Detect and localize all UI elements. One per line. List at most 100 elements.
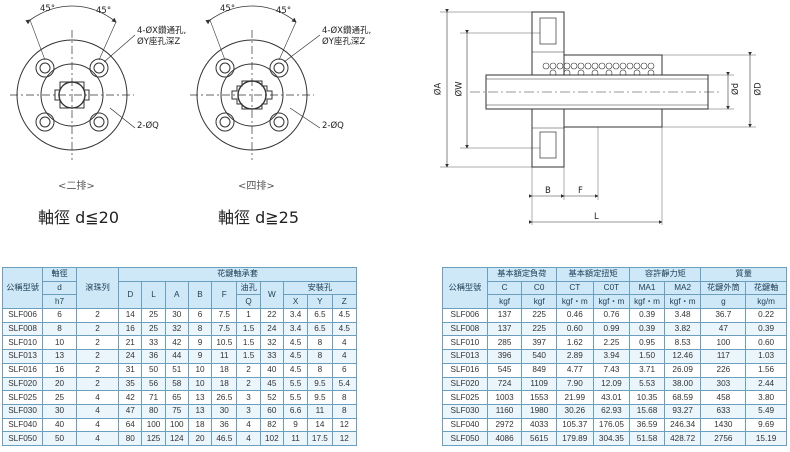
value-cell: 2972 (486, 417, 523, 433)
model-cell: SLF008 (1, 321, 44, 337)
value-cell: 137 (486, 321, 523, 337)
flange-view-two-row (10, 5, 136, 160)
value-cell: 51 (164, 362, 189, 378)
value-cell: 11 (282, 431, 309, 446)
model-cell: SLF040 (442, 417, 488, 433)
value-cell: 33 (141, 335, 166, 351)
value-cell: 0.95 (629, 335, 665, 351)
value-cell: 42 (118, 390, 143, 405)
value-cell: 176.05 (592, 417, 631, 433)
header-F: F (211, 280, 238, 310)
header-outer-sleeve: 花鍵外筒 (700, 280, 747, 296)
angle-label: 45° (40, 4, 56, 14)
value-cell: 30 (164, 308, 189, 323)
value-cell: 0.46 (555, 308, 594, 323)
value-cell: 26.5 (211, 390, 238, 405)
value-cell: 35 (118, 376, 143, 392)
value-cell: 4 (75, 403, 120, 419)
hole-label-line1: 4-ØX鑽通孔, (137, 26, 187, 36)
value-cell: 285 (486, 335, 523, 351)
value-cell: 80 (118, 431, 143, 446)
header-Y: Y (307, 294, 333, 310)
value-cell: 33 (259, 349, 284, 364)
value-cell: 2 (236, 362, 261, 378)
figure-caption-two-row: <二排> (58, 181, 95, 192)
value-cell: 80 (141, 403, 166, 419)
unit-kgfm: kgf・m (663, 294, 702, 310)
value-cell: 5.4 (331, 376, 358, 392)
value-cell: 30 (211, 403, 238, 419)
value-cell: 32 (259, 335, 284, 351)
value-cell: 1.50 (629, 349, 665, 364)
unit-kgm: kg/m (745, 294, 787, 310)
value-cell: 8 (331, 390, 358, 405)
unit-kgfm: kgf・m (555, 294, 594, 310)
value-cell: 65 (164, 390, 189, 405)
value-cell: 4 (75, 431, 120, 446)
model-cell: SLF016 (1, 362, 44, 378)
value-cell: 47 (700, 321, 747, 337)
value-cell: 11 (211, 349, 238, 364)
value-cell: 43.01 (592, 390, 631, 405)
value-cell: 8 (331, 403, 358, 419)
header-model: 公稱型號 (1, 266, 44, 310)
model-cell: SLF016 (442, 362, 488, 378)
value-cell: 2 (75, 376, 120, 392)
value-cell: 102 (259, 431, 284, 446)
value-cell: 458 (700, 390, 747, 405)
value-cell: 4 (236, 431, 261, 446)
value-cell: 137 (486, 308, 523, 323)
value-cell: 12 (331, 417, 358, 433)
value-cell: 26.09 (663, 362, 702, 378)
value-cell: 4.5 (282, 362, 309, 378)
value-cell: 11 (307, 403, 333, 419)
value-cell: 428.72 (663, 431, 702, 446)
value-cell: 75 (164, 403, 189, 419)
value-cell: 15.68 (629, 403, 665, 419)
value-cell: 1.5 (236, 321, 261, 337)
value-cell: 2 (75, 321, 120, 337)
model-cell: SLF020 (1, 376, 44, 392)
hole-label-line2: ØY座孔深Z (322, 37, 366, 47)
header-MA2: MA2 (663, 280, 702, 296)
model-cell: SLF010 (1, 335, 44, 351)
value-cell: 3.80 (745, 390, 787, 405)
value-cell: 7.5 (211, 321, 238, 337)
header-W: W (259, 280, 284, 310)
technical-drawings: 45° 45° 4-ØX鑽通孔, ØY座孔深Z 2-ØQ <二排> 軸徑 d≦2… (10, 4, 764, 227)
header-C0T: C0T (592, 280, 631, 296)
value-cell: 14 (118, 308, 143, 323)
model-cell: SLF025 (1, 390, 44, 405)
section-side-view (440, 9, 756, 225)
value-cell: 50 (141, 362, 166, 378)
value-cell: 3.48 (663, 308, 702, 323)
value-cell: 30 (42, 403, 77, 419)
header-Q: Q (236, 294, 261, 310)
dim-B-label: B (545, 186, 551, 196)
value-cell: 36.7 (700, 308, 747, 323)
model-cell: SLF013 (1, 349, 44, 364)
value-cell: 0.60 (745, 335, 787, 351)
value-cell: 20 (42, 376, 77, 392)
value-cell: 58 (164, 376, 189, 392)
value-cell: 52 (259, 390, 284, 405)
value-cell: 0.22 (745, 308, 787, 323)
value-cell: 9.5 (307, 390, 333, 405)
value-cell: 5.49 (745, 403, 787, 419)
model-cell: SLF006 (442, 308, 488, 323)
value-cell: 724 (486, 376, 523, 392)
value-cell: 304.35 (592, 431, 631, 446)
value-cell: 125 (141, 431, 166, 446)
shaft-note-large: 軸徑 d≧25 (218, 208, 300, 227)
unit-g: g (700, 294, 747, 310)
value-cell: 849 (521, 362, 557, 378)
value-cell: 15.19 (745, 431, 787, 446)
header-spline-shaft: 花鍵軸 (745, 280, 787, 296)
value-cell: 1980 (521, 403, 557, 419)
